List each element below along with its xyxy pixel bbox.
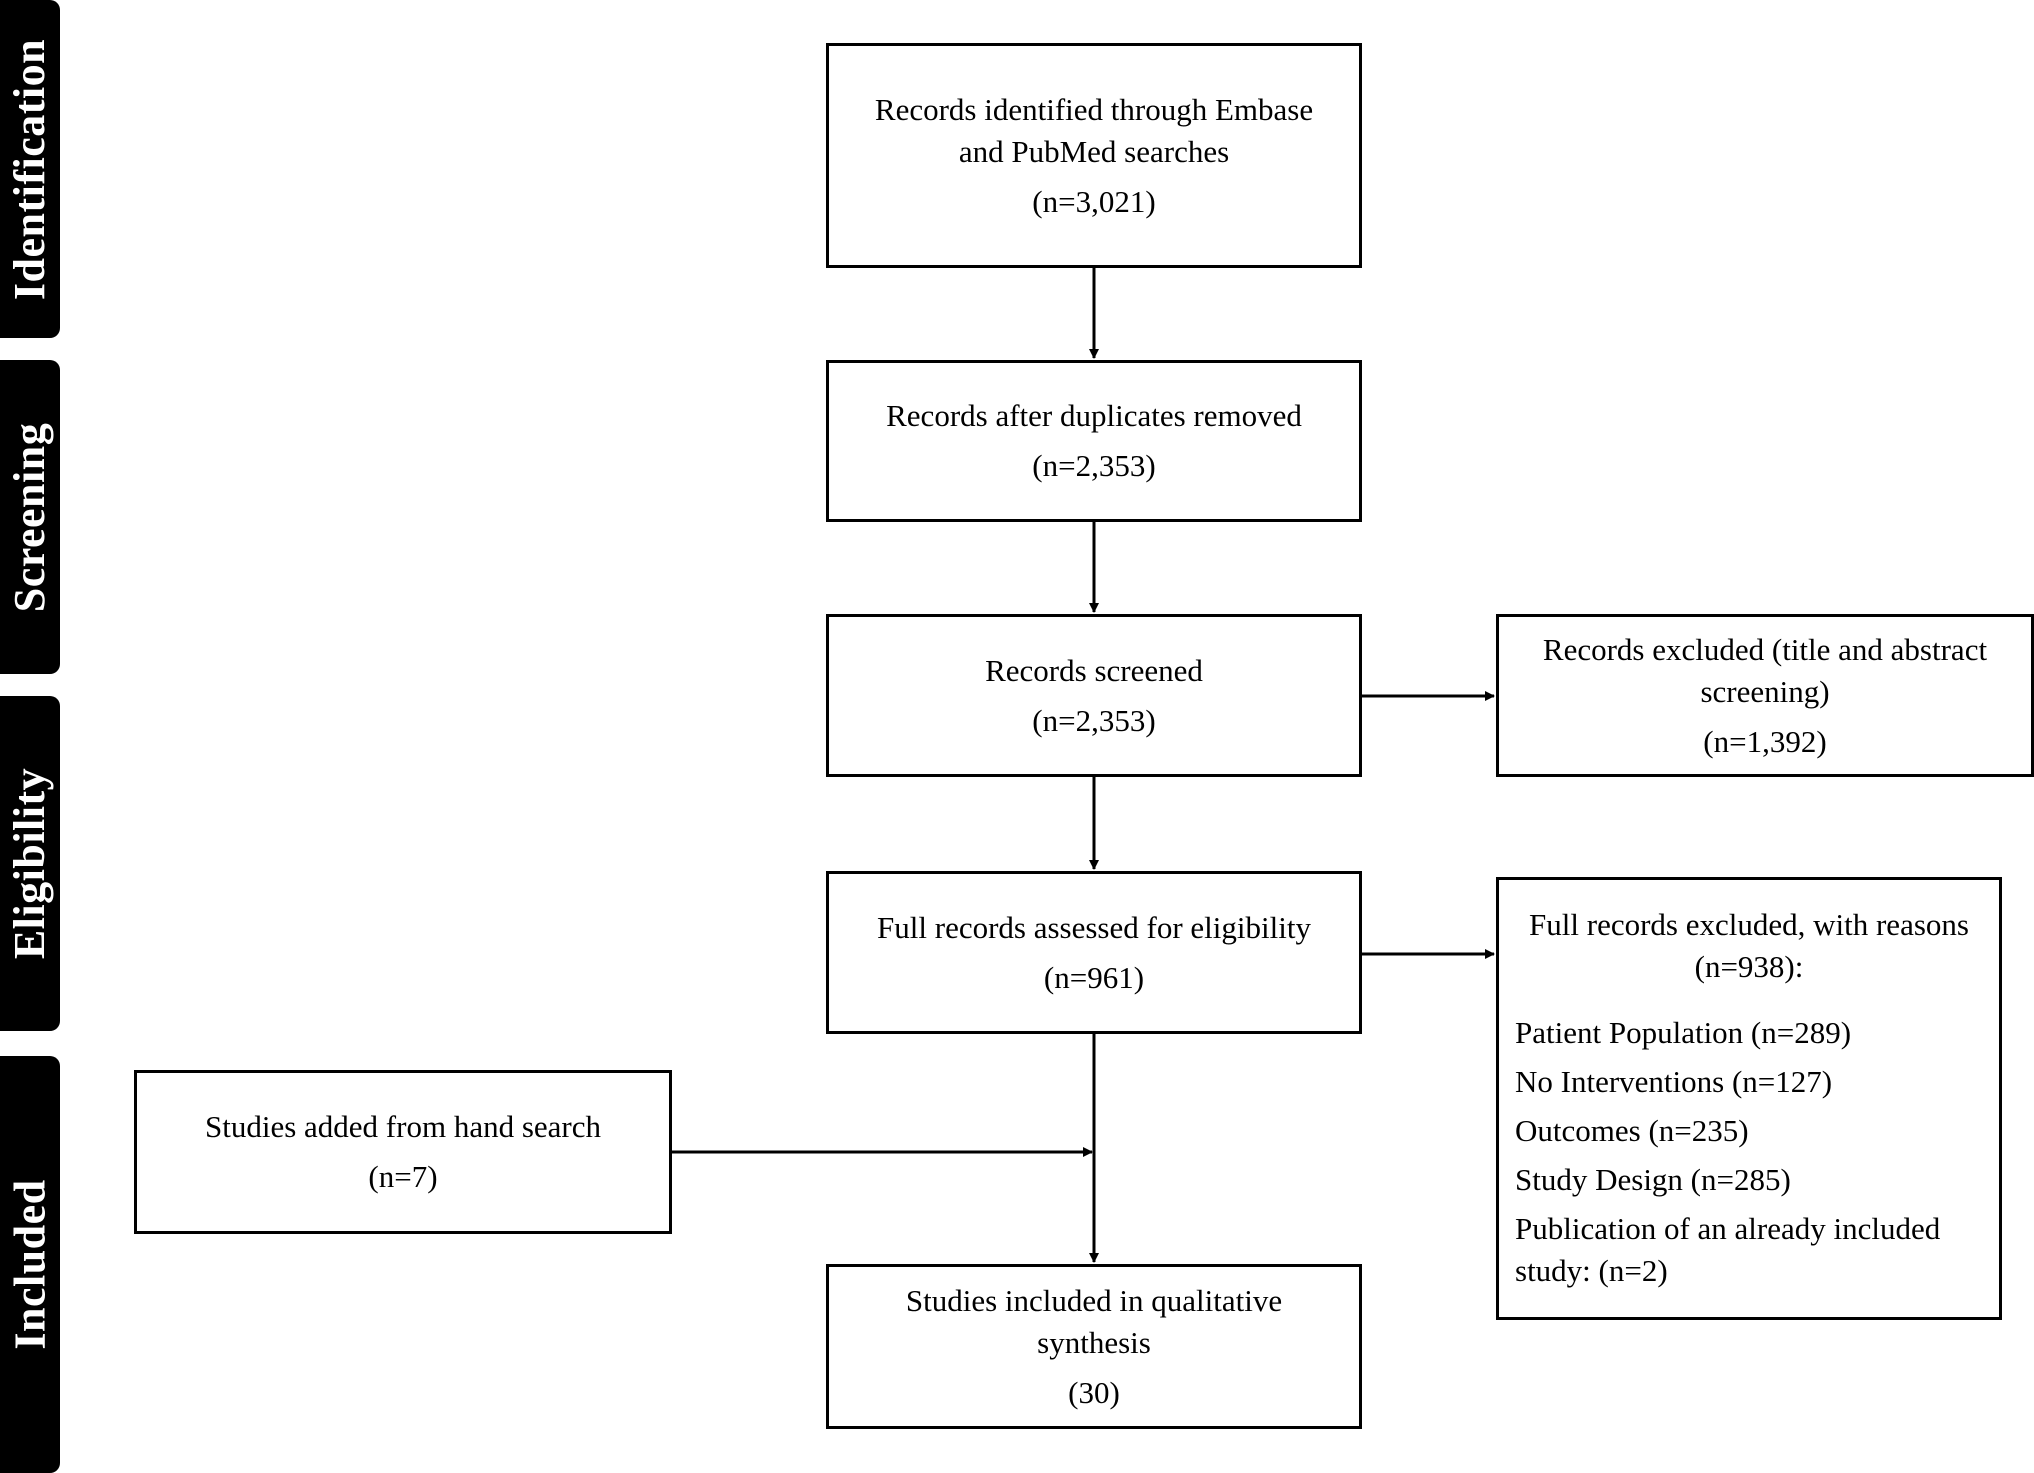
excluded-reason-item: Publication of an already included study… [1515, 1211, 1941, 1288]
box-full-excluded: Full records excluded, with reasons (n=9… [1496, 877, 2002, 1320]
excluded-reason-item: Outcomes (n=235) [1515, 1113, 1749, 1148]
excluded-reason-item: Patient Population (n=289) [1515, 1015, 1852, 1050]
stage-included: Included [0, 1056, 60, 1473]
box-count: (30) [1068, 1374, 1120, 1410]
box-count: (n=2,353) [1032, 702, 1156, 738]
stage-screening: Screening [0, 360, 60, 674]
box-records-screened: Records screened (n=2,353) [826, 614, 1362, 777]
stage-eligibility: Eligibility [0, 696, 60, 1031]
box-text: Records excluded (title and abstract scr… [1542, 631, 1988, 709]
box-text: Records identified through Embase and Pu… [874, 91, 1314, 169]
box-records-identified: Records identified through Embase and Pu… [826, 43, 1362, 268]
stage-identification: Identification [0, 0, 60, 338]
excluded-reasons-header: Full records excluded, with reasons (n=9… [1529, 907, 1969, 984]
box-records-excluded: Records excluded (title and abstract scr… [1496, 614, 2034, 777]
box-text: Records screened [985, 652, 1203, 688]
excluded-reason-item: No Interventions (n=127) [1515, 1064, 1833, 1099]
box-text: Full records assessed for eligibility [877, 909, 1311, 945]
box-full-assessed: Full records assessed for eligibility (n… [826, 871, 1362, 1034]
box-count: (n=3,021) [1032, 183, 1156, 219]
box-count: (n=961) [1043, 959, 1145, 995]
box-studies-included: Studies included in qualitative synthesi… [826, 1264, 1362, 1429]
excluded-reason-item: Study Design (n=285) [1515, 1162, 1791, 1197]
box-duplicates-removed: Records after duplicates removed (n=2,35… [826, 360, 1362, 522]
box-count: (n=1,392) [1703, 723, 1827, 759]
box-text: Studies added from hand search [205, 1109, 601, 1144]
box-count: (n=7) [368, 1159, 438, 1194]
box-text: Studies included in qualitative synthesi… [905, 1282, 1283, 1360]
box-text: Records after duplicates removed [886, 398, 1302, 433]
box-hand-search: Studies added from hand search (n=7) [134, 1070, 672, 1234]
box-count: (n=2,353) [1032, 448, 1156, 483]
